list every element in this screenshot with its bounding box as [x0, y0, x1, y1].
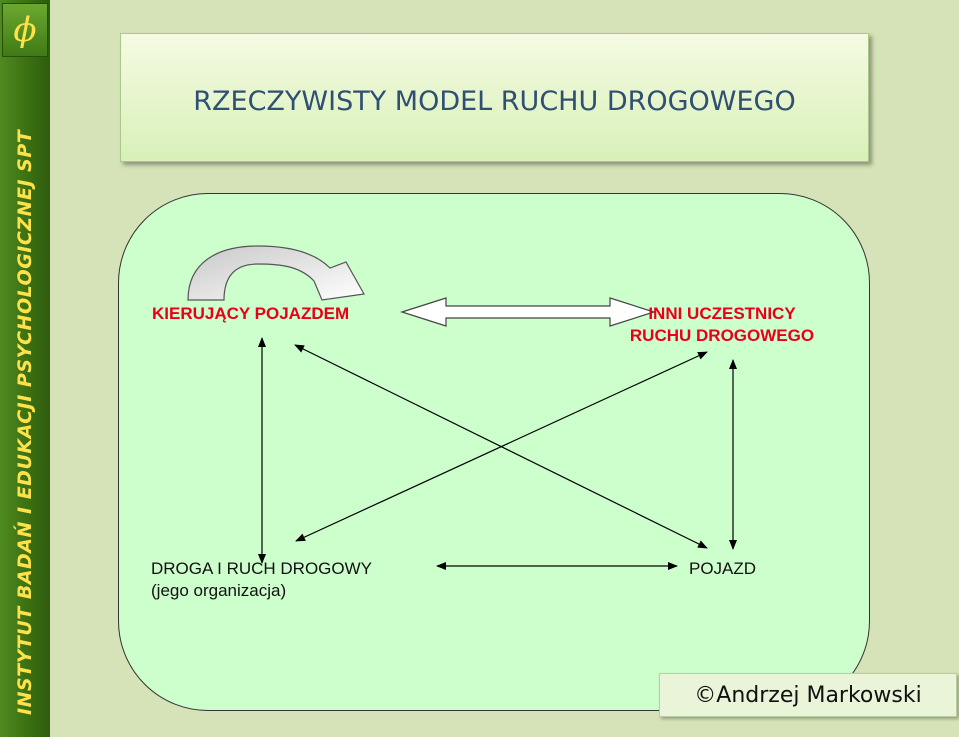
- title-box: RZECZYWISTY MODEL RUCHU DROGOWEGO: [120, 33, 869, 162]
- node-road: DROGA I RUCH DROGOWY (jego organizacja): [151, 558, 372, 602]
- phi-logo-icon: ϕ: [13, 10, 37, 50]
- slide-title: RZECZYWISTY MODEL RUCHU DROGOWEGO: [193, 86, 796, 117]
- node-road-line2: (jego organizacja): [151, 581, 287, 600]
- node-road-line1: DROGA I RUCH DROGOWY: [151, 559, 373, 578]
- logo-box: ϕ: [2, 3, 48, 57]
- arrow-others-road: [295, 351, 708, 542]
- node-other-participants: INNI UCZESTNICY RUCHU DROGOWEGO: [605, 303, 839, 347]
- driver-others-block-arrow: [400, 297, 656, 327]
- node-other-line1: INNI UCZESTNICY: [648, 304, 796, 323]
- node-driver: KIERUJĄCY POJAZDEM: [152, 304, 350, 323]
- sidebar: ϕ INSTYTUT BADAŃ I EDUKACJI PSYCHOLOGICZ…: [0, 0, 50, 737]
- copyright-text: ©Andrzej Markowski: [694, 682, 922, 708]
- curved-feedback-arrow: [187, 245, 365, 301]
- copyright-box: ©Andrzej Markowski: [659, 673, 957, 717]
- node-other-line2: RUCHU DROGOWEGO: [629, 326, 815, 345]
- node-vehicle: POJAZD: [689, 559, 757, 578]
